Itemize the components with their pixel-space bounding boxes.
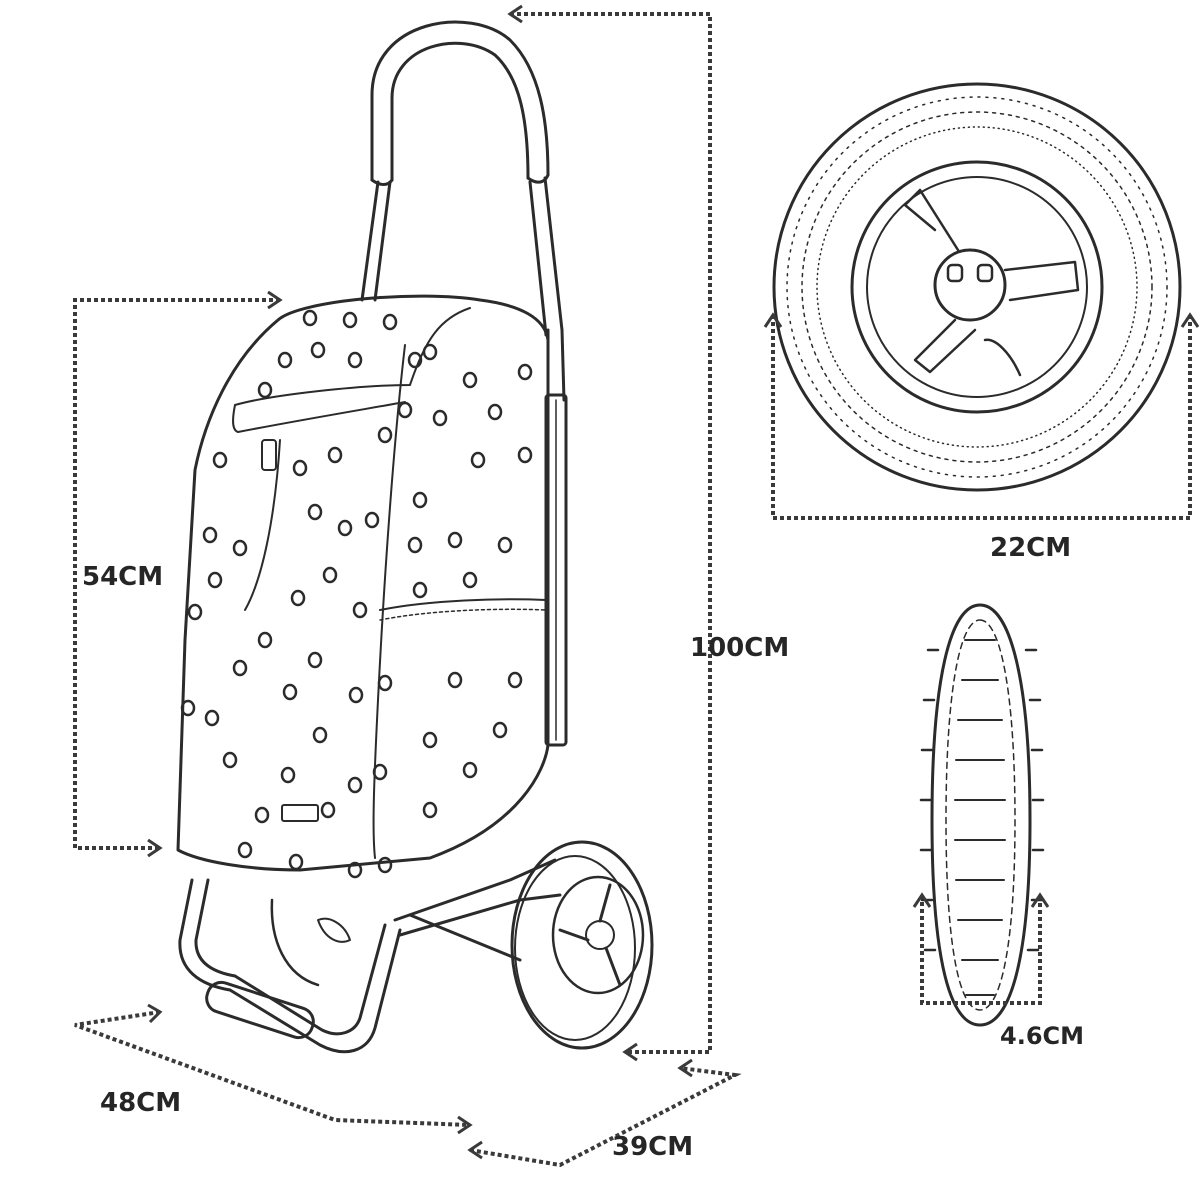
shopping-trolley-icon: [176, 20, 654, 1054]
wheel-front-view-icon: [772, 82, 1182, 492]
trolley-wheel: [510, 840, 654, 1050]
label-base-width: 48CM: [100, 1088, 182, 1118]
label-base-depth: 39CM: [612, 1132, 694, 1162]
dimension-total-height: [507, 4, 712, 1062]
dimension-lines: [73, 4, 1200, 1168]
shopping-bag: [176, 294, 550, 879]
dimension-wheel-diameter: [763, 312, 1200, 520]
trolley-handle: [370, 20, 550, 186]
trolley-base-frame: [178, 858, 562, 1054]
dimension-base-depth: [467, 1058, 742, 1168]
label-bag-height: 54CM: [82, 562, 164, 592]
dimension-wheel-width: [912, 892, 1050, 1005]
wheel-side-view-icon: [919, 603, 1045, 1027]
label-total-height: 100CM: [690, 633, 790, 663]
dimension-base-width: [74, 1003, 473, 1135]
bag-polka-dots: [180, 309, 533, 879]
trolley-frame: [360, 176, 568, 747]
label-wheel-width: 4.6CM: [1000, 1022, 1085, 1050]
label-wheel-diameter: 22CM: [990, 533, 1072, 563]
dimension-bag-height: [73, 290, 283, 858]
